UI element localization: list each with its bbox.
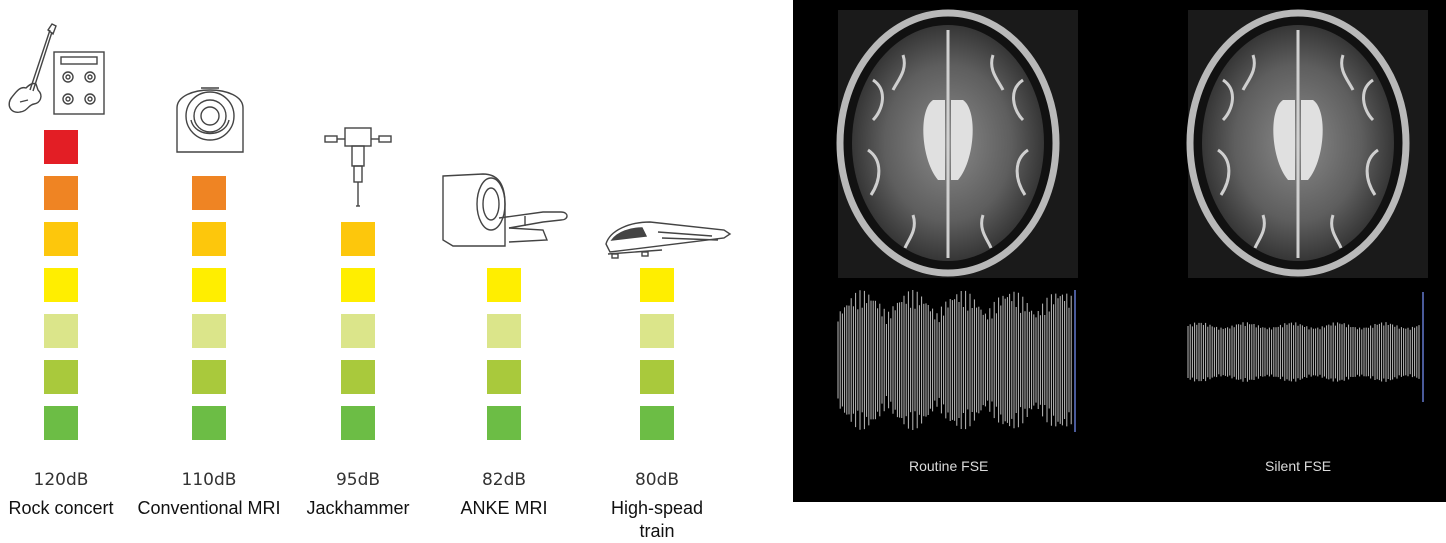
db-value: 120dB: [33, 470, 89, 490]
level-segment: [341, 268, 375, 302]
waveform-silent: [1187, 322, 1420, 382]
level-segment: [44, 268, 78, 302]
level-segment: [44, 176, 78, 210]
level-segment: [487, 360, 521, 394]
level-segment: [44, 130, 78, 164]
brain-scan-routine: [836, 9, 1060, 277]
db-value: 95dB: [335, 470, 381, 490]
db-value: 80dB: [634, 470, 680, 490]
level-segment: [192, 314, 226, 348]
high-speed-train-icon: [605, 221, 732, 259]
level-segment: [640, 314, 674, 348]
guitar-amp-icon: [8, 23, 105, 115]
source-label: Conventional MRI: [137, 498, 281, 518]
column-conventional-mri: 110dB Conventional MRI: [134, 0, 284, 540]
mri-comparison-image: [836, 9, 1428, 432]
level-segment: [341, 360, 375, 394]
level-segment: [640, 268, 674, 302]
level-segment: [44, 314, 78, 348]
panel-caption-silent: Silent FSE: [1265, 458, 1332, 474]
source-label: ANKE MRI: [460, 498, 548, 518]
noise-comparison-chart: 120dB Rock concert 110dB Conventional MR…: [0, 0, 732, 541]
level-segment: [44, 360, 78, 394]
level-segment: [487, 314, 521, 348]
level-segment: [341, 406, 375, 440]
mri-scanner-icon: [442, 173, 568, 247]
panel-caption-routine: Routine FSE: [909, 458, 989, 474]
level-segment: [192, 268, 226, 302]
mri-comparison-panel: Routine FSE Silent FSE: [793, 0, 1446, 502]
level-segment: [192, 406, 226, 440]
level-segment: [192, 360, 226, 394]
db-value: 82dB: [481, 470, 527, 490]
source-label: High-spead train: [610, 498, 704, 541]
column-anke-mri: 82dB ANKE MRI: [429, 0, 579, 540]
level-segment: [640, 360, 674, 394]
level-segment: [192, 222, 226, 256]
column-rock-concert: 120dB Rock concert: [0, 0, 136, 540]
conventional-mri-icon: [176, 87, 244, 153]
source-label: Rock concert: [8, 498, 114, 518]
brain-scan-silent: [1186, 9, 1410, 277]
level-segment: [192, 176, 226, 210]
level-segment: [44, 222, 78, 256]
jackhammer-icon: [324, 127, 392, 207]
column-high-speed-train: 80dB High-spead train: [582, 0, 732, 541]
level-segment: [487, 268, 521, 302]
level-segment: [487, 406, 521, 440]
level-segment: [341, 222, 375, 256]
column-jackhammer: 95dB Jackhammer: [283, 0, 433, 540]
waveform-routine: [837, 290, 1072, 430]
source-label: Jackhammer: [306, 498, 410, 518]
level-segment: [44, 406, 78, 440]
level-segment: [341, 314, 375, 348]
level-segment: [640, 406, 674, 440]
db-value: 110dB: [181, 470, 237, 490]
